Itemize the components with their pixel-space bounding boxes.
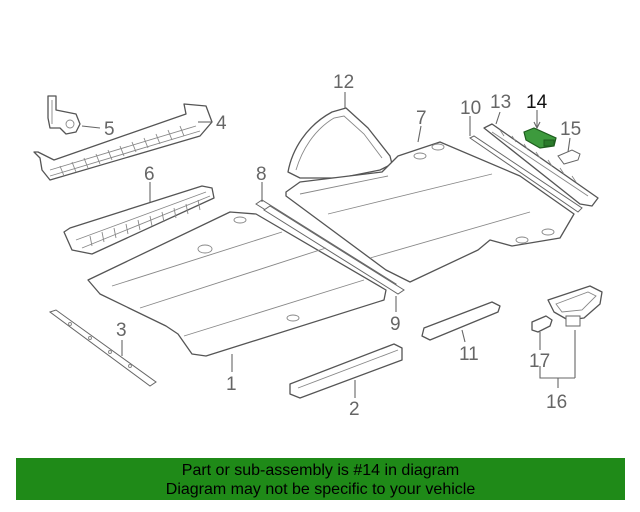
part-3-perforated-strip[interactable]: [48, 309, 157, 387]
label-1[interactable]: 1: [226, 374, 237, 395]
leader-lines: [81, 92, 576, 398]
banner-line-1: Part or sub-assembly is #14 in diagram: [181, 462, 460, 479]
part-11-lamp-lens[interactable]: [421, 301, 501, 341]
part-numbers: 12 7 10 13 14 15 4 5 6 8 9 3 1 2 11 17 1…: [104, 72, 581, 420]
banner-line-2: Diagram may not be specific to your vehi…: [165, 481, 476, 498]
label-3[interactable]: 3: [116, 320, 127, 341]
label-4[interactable]: 4: [216, 113, 227, 134]
info-banner: Part or sub-assembly is #14 in diagram D…: [16, 458, 625, 500]
label-12[interactable]: 12: [333, 72, 354, 93]
parts-diagram: 12 7 10 13 14 15 4 5 6 8 9 3 1 2 11 17 1…: [33, 72, 603, 420]
label-2[interactable]: 2: [349, 399, 360, 420]
label-17[interactable]: 17: [529, 351, 550, 372]
part-7-rear-floor-panel[interactable]: [285, 141, 575, 283]
label-16[interactable]: 16: [546, 392, 567, 413]
part-15-clip[interactable]: [557, 149, 581, 165]
part-17-bulb[interactable]: [531, 315, 553, 333]
part-13-sill-plate[interactable]: [483, 123, 599, 207]
label-15[interactable]: 15: [560, 119, 581, 140]
part-10-trim-strip[interactable]: [469, 135, 583, 213]
part-5-bracket[interactable]: [47, 95, 81, 135]
label-13[interactable]: 13: [490, 92, 511, 113]
label-7[interactable]: 7: [416, 108, 427, 129]
label-14[interactable]: 14: [526, 92, 548, 113]
label-9[interactable]: 9: [390, 314, 401, 335]
part-14-highlighted-clip[interactable]: [523, 127, 557, 149]
part-12-wheelhouse-cover[interactable]: [287, 107, 393, 179]
label-5[interactable]: 5: [104, 119, 115, 140]
label-8[interactable]: 8: [256, 164, 267, 185]
part-1-front-floor-panel[interactable]: [87, 211, 387, 357]
label-6[interactable]: 6: [144, 164, 155, 185]
part-6-step-plate[interactable]: [63, 185, 215, 255]
label-10[interactable]: 10: [460, 98, 481, 119]
part-2-step-bar[interactable]: [289, 343, 403, 399]
part-16-lamp-housing[interactable]: [547, 285, 603, 327]
part-8-trim-strip[interactable]: [255, 199, 405, 295]
part-4-cargo-tray[interactable]: [33, 103, 213, 181]
label-11[interactable]: 11: [459, 344, 479, 365]
